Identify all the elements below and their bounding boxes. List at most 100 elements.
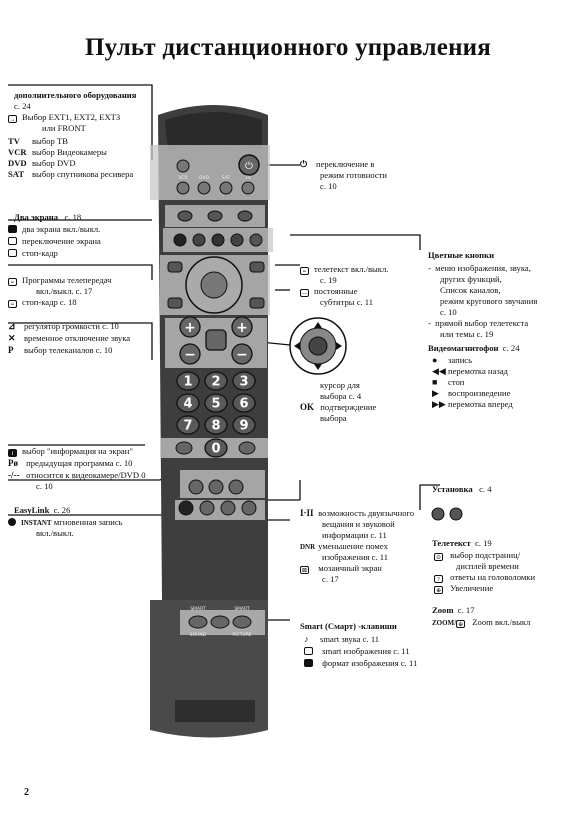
picture-format-button[interactable]	[232, 615, 252, 629]
enlarge-icon: ⊕	[434, 586, 443, 594]
color-keys-line: с. 10	[440, 307, 457, 317]
ok-text-2: выбора	[320, 413, 347, 423]
dual-screen-ref: с. 18	[64, 212, 82, 222]
volume-down-button[interactable]	[179, 343, 201, 365]
teletext-onoff-text: телетекст вкл./выкл.	[314, 264, 389, 274]
stop-icon: ■	[432, 377, 438, 387]
digit-key-label: 3	[239, 375, 248, 390]
cursor-text-2: выбора с. 4	[320, 391, 362, 401]
ext-select-button[interactable]	[176, 159, 190, 173]
info-button[interactable]	[175, 441, 193, 455]
digit-key-label: 0	[211, 442, 220, 457]
digit-key-2[interactable]	[204, 371, 228, 391]
digit-key-label: 2	[211, 375, 220, 390]
setup-button-2[interactable]	[449, 507, 463, 521]
info-icon: i	[8, 449, 17, 457]
dual-screen-button[interactable]	[177, 210, 193, 222]
subpage-icon: ⊙	[434, 553, 443, 561]
previous-program-button[interactable]	[238, 441, 256, 455]
color-key-red[interactable]	[173, 233, 187, 247]
teletext-subpage-button[interactable]	[199, 500, 215, 516]
reveal-text: ответы на головоломки	[450, 572, 536, 582]
previous-program-text: предыдущая программа с. 10	[26, 458, 133, 468]
digit-key-1[interactable]	[176, 371, 200, 391]
tv-select-text: выбор ТВ	[32, 136, 68, 146]
program-down-button[interactable]	[231, 343, 253, 365]
dvd-label: DVD	[199, 175, 209, 181]
swap-screen-button[interactable]	[207, 210, 223, 222]
setup-button-1[interactable]	[431, 507, 445, 521]
guide-button[interactable]	[167, 261, 183, 273]
power-icon: ⏻	[245, 161, 253, 172]
program-key-label: P	[8, 345, 14, 355]
teletext-right-ref: с. 19	[474, 538, 492, 548]
dual-screen-item: два экрана вкл./выкл.	[22, 224, 101, 234]
mute-text: временное отключение звука	[24, 333, 131, 343]
freeze-button[interactable]	[237, 210, 253, 222]
program-up-button[interactable]	[231, 316, 253, 338]
digit-key-label: 5	[211, 397, 220, 412]
subtitle-button[interactable]	[249, 297, 265, 309]
digit-key-8[interactable]	[204, 415, 228, 435]
rewind-icon: ◀◀	[432, 366, 446, 376]
program-guide-icon: ≡	[8, 278, 17, 286]
dual-sound-button[interactable]	[188, 479, 204, 495]
digit-key-0[interactable]	[204, 438, 228, 458]
digit-key-6[interactable]	[232, 393, 256, 413]
dnr-button[interactable]	[208, 479, 224, 495]
tv-button[interactable]	[241, 181, 255, 195]
digit-key-3[interactable]	[232, 371, 256, 391]
vcr-heading: Видеомагнитофон	[428, 343, 499, 353]
freeze-guide-button[interactable]	[167, 297, 183, 309]
program-select-text: выбор телеканалов с. 10	[24, 345, 113, 355]
smart-sound-button[interactable]	[188, 615, 208, 629]
cursor-text: курсор для	[320, 380, 360, 390]
smart-heading: Smart (Смарт) -клавиши	[300, 621, 397, 631]
color-keys-line: режим кругового звучания	[440, 296, 538, 306]
color-key-blue[interactable]	[230, 233, 244, 247]
mosaic-button[interactable]	[228, 479, 244, 495]
enlarge-button[interactable]	[241, 500, 257, 516]
sat-button[interactable]	[219, 181, 233, 195]
svg-text:+: +	[184, 320, 196, 336]
dvd-key-label: DVD	[8, 158, 27, 168]
ok-button[interactable]	[200, 271, 228, 299]
easylink-ref: с. 26	[53, 505, 71, 515]
digit-key-9[interactable]	[232, 415, 256, 435]
teletext-icon: ≡	[300, 267, 309, 275]
smart-item: smart звука с. 11	[320, 634, 380, 644]
mute-button[interactable]	[205, 329, 227, 351]
smart-picture-button[interactable]	[210, 615, 230, 629]
dnr-text: уменьшение помех	[318, 541, 388, 551]
digit-key-5[interactable]	[204, 393, 228, 413]
teletext-heading: Телетекст	[432, 538, 471, 548]
subtitle-text: постоянные	[314, 286, 358, 296]
digit-entry-text: относится к видеокамере/DVD 0	[26, 470, 146, 480]
dvd-button[interactable]	[197, 181, 211, 195]
mute-icon: ✕	[8, 333, 16, 343]
cursor-up-icon	[314, 322, 322, 328]
subtitle-text-2: субтитры с. 11	[320, 297, 374, 307]
dual-screen-heading: Два экрана	[14, 212, 58, 222]
instant-record-button[interactable]	[178, 500, 194, 516]
vcr-label: VCR	[178, 175, 187, 181]
enlarge-text: Увеличение	[450, 583, 494, 593]
dual-sound-text: возможность двуязычного	[318, 508, 415, 518]
standby-icon: ⏻	[300, 159, 308, 169]
digit-key-4[interactable]	[176, 393, 200, 413]
digit-key-7[interactable]	[176, 415, 200, 435]
dnr-text-2: изображения с. 11	[322, 552, 389, 562]
digit-key-label: 1	[183, 375, 192, 390]
volume-up-button[interactable]	[179, 316, 201, 338]
teletext-button[interactable]	[249, 261, 265, 273]
reveal-button[interactable]	[220, 500, 236, 516]
color-key-green[interactable]	[192, 233, 206, 247]
program-guide-text: Программы телепередач	[22, 275, 112, 285]
zoom-label: ZOOM/	[432, 619, 457, 627]
color-key-yellow[interactable]	[211, 233, 225, 247]
instant-text-2: вкл./выкл.	[36, 528, 74, 538]
tv-label: TV	[244, 175, 252, 181]
color-key-extra[interactable]	[249, 233, 263, 247]
vcr-button[interactable]	[176, 181, 190, 195]
standby-button[interactable]	[238, 154, 260, 176]
